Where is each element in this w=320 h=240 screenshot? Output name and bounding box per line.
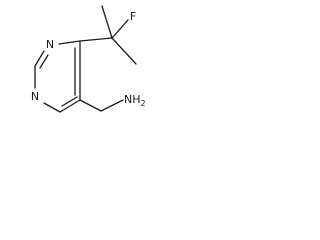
bond-c6-c5 [59,99,81,113]
bond-ch2-n [100,99,124,112]
bond-n1-c6 [43,102,61,113]
molecule-structure-diagram: N N F NH2 [31,5,146,113]
bond-c4-n3 [58,40,81,45]
amine-subscript: 2 [141,99,146,108]
atom-label-n-lower: N [31,90,39,103]
atom-labels: N N F NH2 [31,10,146,108]
bond-lines [34,5,137,113]
atom-label-n-upper: N [46,38,54,51]
atom-label-amine: NH2 [124,93,146,108]
bond-n3-c2-double [39,54,49,69]
bond-c4-cq [79,37,113,42]
bond-c6-c5-double [61,96,78,107]
amine-nh: NH [124,93,141,106]
atom-label-fluorine: F [130,10,136,23]
bond-n3-c2 [34,50,45,67]
bond-cq-methyl-right [111,37,137,65]
bond-cq-f [111,19,129,39]
bond-c5-ch2 [79,99,102,112]
bond-cq-methyl-top [101,5,113,39]
